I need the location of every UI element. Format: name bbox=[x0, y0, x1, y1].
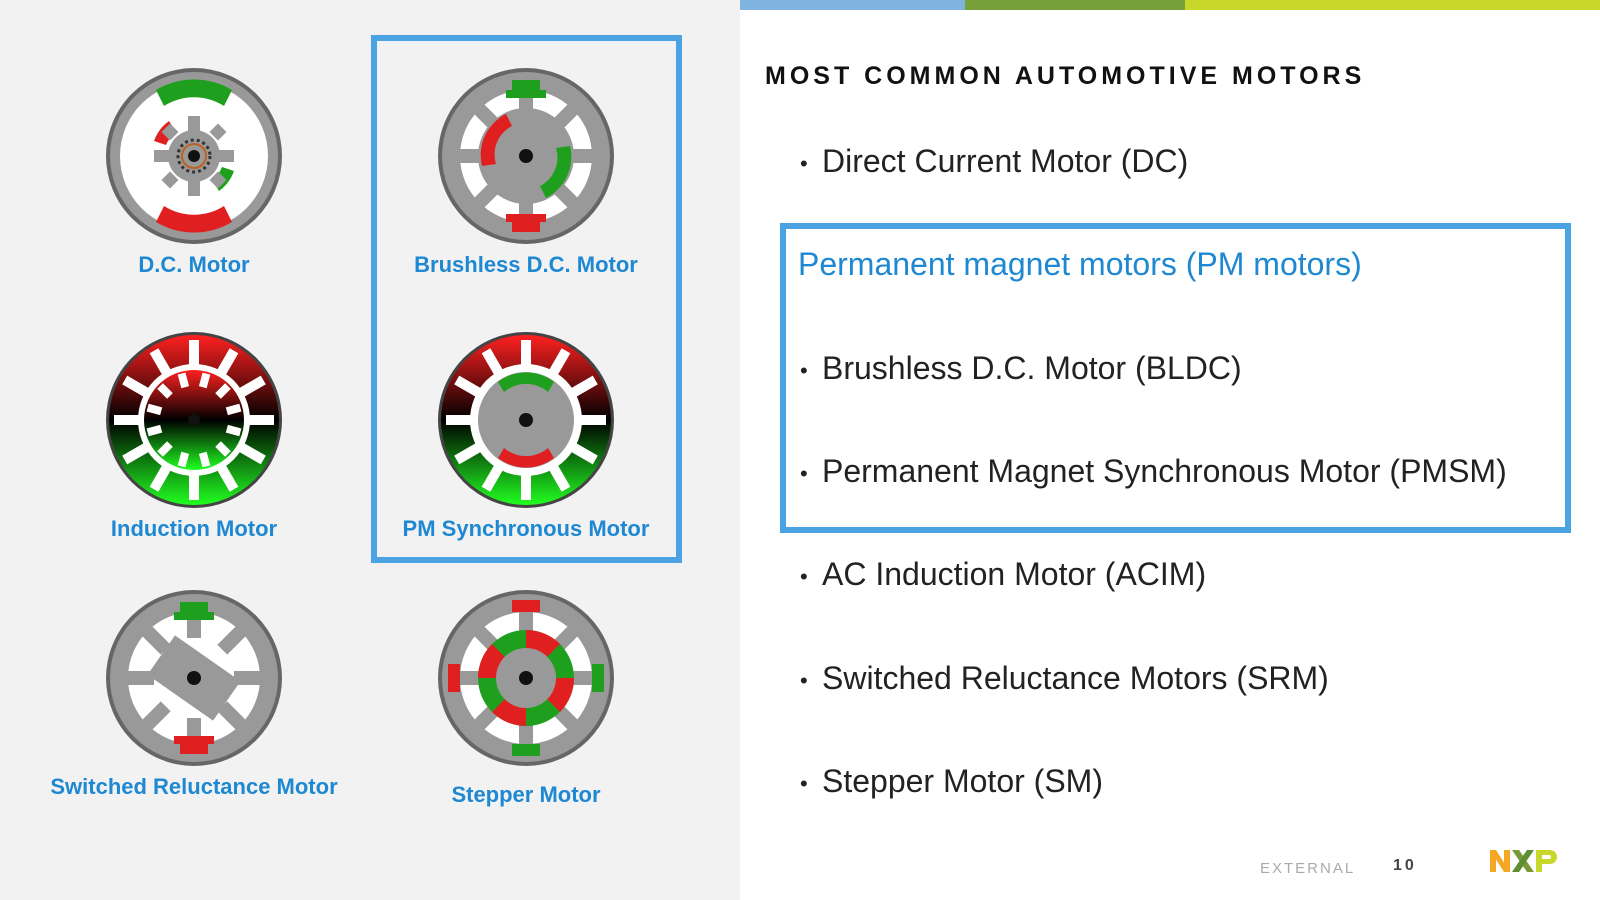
stepper-motor-icon bbox=[438, 590, 614, 766]
motor-label-stepper: Stepper Motor bbox=[451, 782, 601, 807]
bullet-sm: •Stepper Motor (SM) bbox=[800, 763, 1103, 799]
motor-srm: Switched Reluctance Motor bbox=[44, 588, 344, 800]
pm-group-title: Permanent magnet motors (PM motors) bbox=[798, 246, 1362, 282]
motor-stepper: Stepper Motor bbox=[376, 588, 676, 808]
motor-pmsm: PM Synchronous Motor bbox=[376, 330, 676, 542]
motor-label-srm: Switched Reluctance Motor bbox=[50, 774, 338, 799]
motor-label-dc: D.C. Motor bbox=[138, 252, 250, 277]
motor-bldc: Brushless D.C. Motor bbox=[376, 66, 676, 278]
motor-label-bldc: Brushless D.C. Motor bbox=[414, 252, 638, 277]
motor-induction: Induction Motor bbox=[44, 330, 344, 542]
page-number: 10 bbox=[1393, 857, 1417, 874]
nxp-logo bbox=[1490, 850, 1557, 872]
srm-motor-icon bbox=[106, 590, 282, 766]
dc-motor-icon bbox=[106, 68, 282, 244]
bullet-acim: •AC Induction Motor (ACIM) bbox=[800, 556, 1207, 592]
top-bar-lime bbox=[1185, 0, 1600, 10]
top-bar-blue bbox=[740, 0, 965, 10]
bldc-motor-icon bbox=[438, 68, 614, 244]
motor-label-induction: Induction Motor bbox=[110, 516, 278, 541]
bullet-dc: •Direct Current Motor (DC) bbox=[800, 143, 1189, 179]
page-title: MOST COMMON AUTOMOTIVE MOTORS bbox=[765, 62, 1366, 90]
bullet-srm: •Switched Reluctance Motors (SRM) bbox=[800, 660, 1329, 696]
pmsm-motor-icon bbox=[438, 332, 614, 508]
pm-motors-highlight-left bbox=[371, 35, 682, 563]
footer-classification: EXTERNAL bbox=[1260, 860, 1356, 877]
top-bar-green bbox=[965, 0, 1185, 10]
pm-motors-highlight-right bbox=[780, 223, 1571, 533]
bullet-bldc: •Brushless D.C. Motor (BLDC) bbox=[800, 350, 1242, 386]
induction-motor-icon bbox=[106, 332, 282, 508]
motor-label-pmsm: PM Synchronous Motor bbox=[402, 516, 650, 541]
motor-dc: D.C. Motor bbox=[44, 66, 344, 278]
bullet-pmsm: •Permanent Magnet Synchronous Motor (PMS… bbox=[800, 453, 1507, 489]
